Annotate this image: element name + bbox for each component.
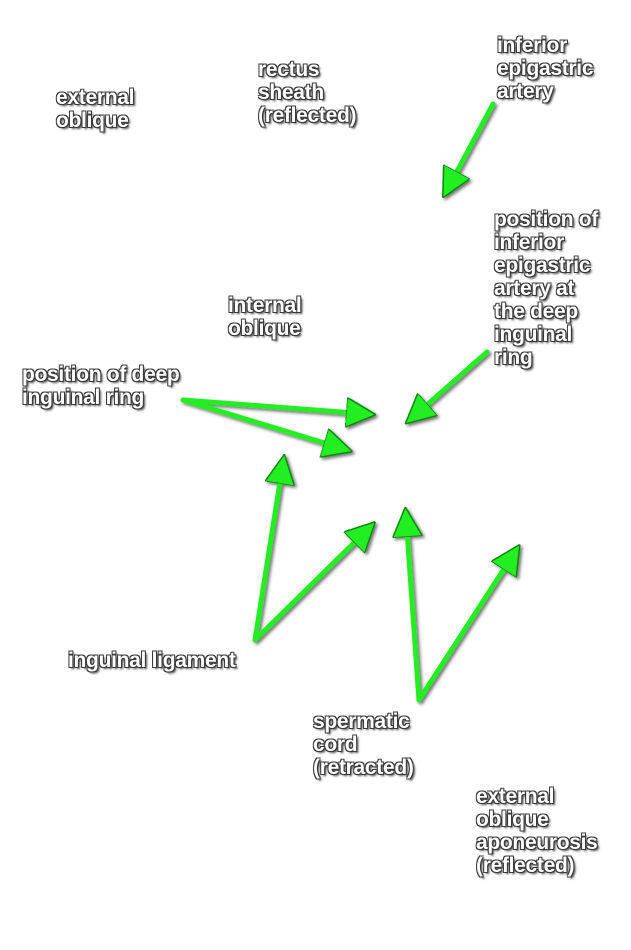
arrow-spermatic-cord-left — [406, 516, 419, 703]
arrow-spermatic-cord-right — [416, 552, 515, 703]
label-position-inferior-epigastric: position of inferior epigastric artery a… — [494, 208, 599, 369]
label-inguinal-ligament: inguinal ligament — [68, 649, 236, 672]
label-internal-oblique: internal oblique — [228, 294, 302, 340]
arrow-inguinal-ligament-left — [252, 463, 283, 643]
label-inferior-epigastric-artery: inferior epigastric artery — [497, 34, 594, 103]
label-position-deep-inguinal-ring: position of deep inguinal ring — [22, 363, 180, 409]
arrow-deep-ring-lower — [180, 397, 344, 449]
arrow-deep-ring-upper — [180, 400, 367, 414]
arrow-inguinal-ligament-right — [252, 528, 369, 643]
arrow-inferior-epigastric-artery — [447, 101, 496, 190]
label-external-oblique: external oblique — [56, 86, 135, 132]
arrow-position-inferior-epigastric — [412, 349, 490, 418]
label-rectus-sheath: rectus sheath (reflected) — [258, 58, 357, 127]
label-spermatic-cord: spermatic cord (retracted) — [313, 710, 414, 779]
label-external-oblique-aponeurosis: external oblique aponeurosis (reflected) — [476, 785, 598, 877]
